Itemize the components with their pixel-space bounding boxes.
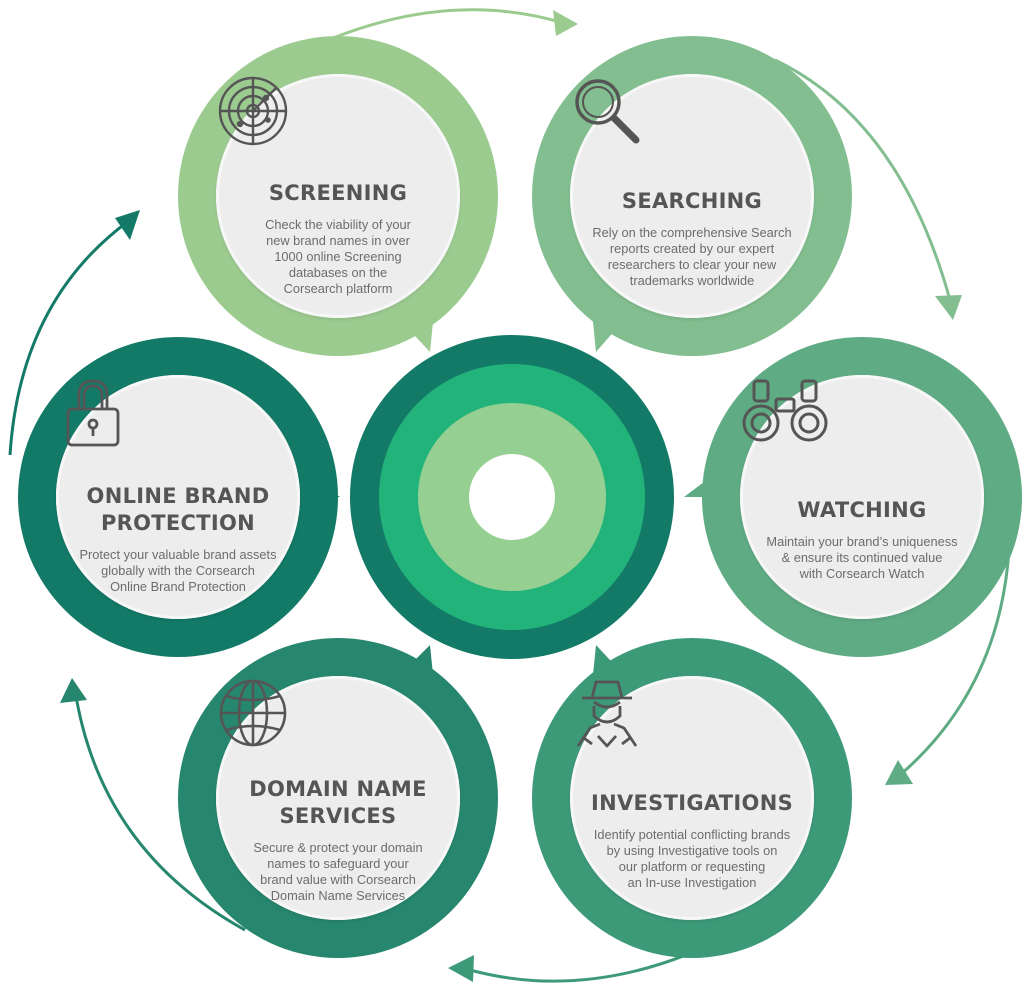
arrow-domain-to-obp xyxy=(73,689,246,932)
node-investigations: INVESTIGATIONS Identify potential confli… xyxy=(532,638,852,958)
node-searching-description: Rely on the comprehensive Search reports… xyxy=(592,224,792,288)
node-obp-body: ONLINE BRAND PROTECTION Protect your val… xyxy=(56,375,300,619)
node-searching-body: SEARCHING Rely on the comprehensive Sear… xyxy=(570,74,814,318)
arrowhead-screening xyxy=(115,210,140,240)
arrowhead-obp xyxy=(60,678,87,703)
node-screening-description: Check the viability of your new brand na… xyxy=(265,216,411,296)
node-obp-title: ONLINE BRAND PROTECTION xyxy=(86,484,270,535)
node-obp-description: Protect your valuable brand assets globa… xyxy=(79,547,277,594)
node-investigations-title: INVESTIGATIONS xyxy=(591,790,793,815)
node-watching-description: Maintain your brand’s uniqueness & ensur… xyxy=(766,533,958,581)
node-domain-name-services: DOMAIN NAME SERVICES Secure & protect yo… xyxy=(178,638,498,958)
node-watching: WATCHING Maintain your brand’s uniquenes… xyxy=(702,337,1022,657)
magnifier-icon xyxy=(575,79,729,178)
padlock-icon xyxy=(66,379,215,473)
arrowhead-investigations xyxy=(885,760,913,785)
node-watching-body: WATCHING Maintain your brand’s uniquenes… xyxy=(740,375,984,619)
node-domain-description: Secure & protect your domain names to sa… xyxy=(253,840,423,903)
arrow-heads xyxy=(60,10,962,982)
node-watching-title: WATCHING xyxy=(797,497,927,522)
spy-icon xyxy=(576,680,729,780)
arrowhead-searching xyxy=(553,10,578,36)
node-investigations-body: INVESTIGATIONS Identify potential confli… xyxy=(570,676,814,920)
node-screening-title: SCREENING xyxy=(268,180,408,205)
arrow-obp-to-screening xyxy=(8,218,131,456)
binoculars-icon xyxy=(742,379,899,487)
globe-icon xyxy=(219,679,375,766)
radar-icon xyxy=(218,76,375,170)
arrow-searching-to-watching xyxy=(774,58,952,301)
arrowhead-domain xyxy=(448,955,474,982)
node-screening: SCREENING Check the viability of your ne… xyxy=(178,36,498,356)
node-searching: SEARCHING Rely on the comprehensive Sear… xyxy=(532,36,852,356)
node-searching-title: SEARCHING xyxy=(621,188,763,213)
node-online-brand-protection: ONLINE BRAND PROTECTION Protect your val… xyxy=(18,337,338,657)
center-rings xyxy=(350,335,674,659)
arrowhead-watching xyxy=(935,295,962,320)
node-domain-body: DOMAIN NAME SERVICES Secure & protect yo… xyxy=(216,676,460,920)
node-domain-title: DOMAIN NAME SERVICES xyxy=(249,777,427,828)
node-investigations-description: Identify potential conflicting brands by… xyxy=(593,826,791,890)
node-screening-body: SCREENING Check the viability of your ne… xyxy=(216,74,460,318)
